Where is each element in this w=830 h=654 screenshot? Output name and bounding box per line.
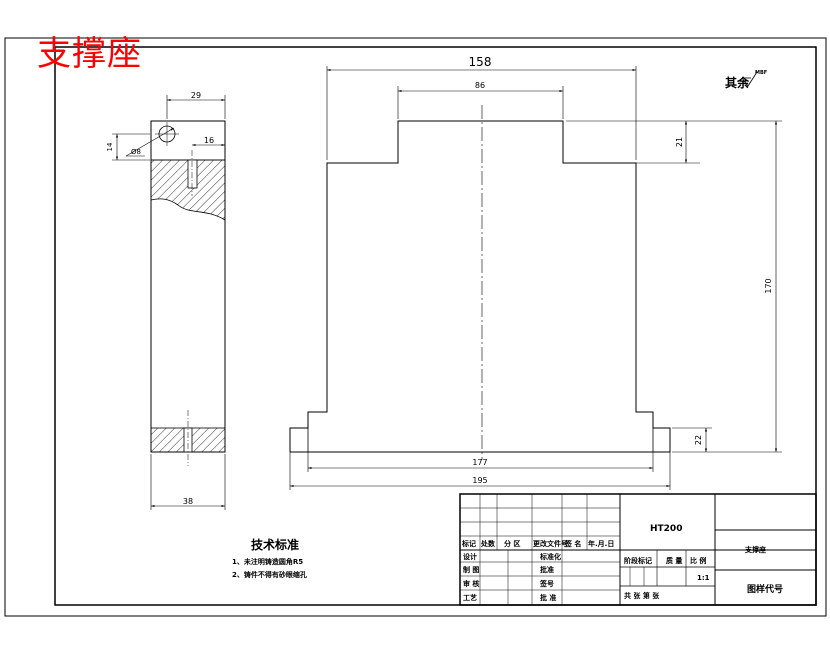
label-stage: 阶段标记: [624, 557, 652, 565]
label-mass: 质 量: [666, 557, 683, 565]
dim-hole-offset: 16: [204, 136, 214, 145]
tech-requirements-title: 技术标准: [251, 538, 300, 552]
inner-border: [54, 46, 817, 606]
dim-side-width-bottom: 38: [183, 497, 193, 506]
surface-finish-symbol: [741, 71, 758, 87]
dim-notch-height: 21: [675, 137, 684, 147]
scale-value: 1:1: [697, 574, 710, 582]
label-approval: 批准: [540, 566, 554, 574]
rev-header-doc: 更改文件号: [533, 540, 568, 548]
rev-header-mark: 标记: [462, 540, 476, 548]
label-sign-no: 签号: [540, 580, 554, 588]
dim-hole-height: 14: [106, 142, 114, 151]
tech-requirement-2: 2、铸件不得有砂眼缩孔: [232, 571, 307, 579]
side-view: 29 16 14 Ø8 38: [106, 91, 226, 510]
rev-header-count: 处数: [481, 540, 495, 548]
dim-top-gap: 86: [475, 81, 485, 90]
surface-finish-label: 其余: [725, 76, 750, 90]
dim-hole-dia: Ø8: [131, 148, 141, 156]
label-design: 设计: [463, 553, 477, 561]
label-drafting: 制 图: [463, 566, 480, 574]
drawing-title: 支撑座: [37, 34, 142, 74]
material-label: HT200: [650, 524, 683, 534]
outer-border: [4, 37, 827, 617]
label-scale: 比 例: [690, 557, 707, 565]
label-process: 工艺: [463, 594, 477, 602]
dim-side-width-top: 29: [191, 91, 201, 100]
dim-outer-base: 195: [472, 476, 487, 485]
dim-total-height: 170: [764, 278, 773, 293]
part-name: 支撑座: [745, 546, 766, 554]
dim-base-height: 22: [694, 435, 703, 445]
tech-requirement-1: 1、未注明铸造圆角R5: [232, 558, 304, 566]
dim-overall-width: 158: [469, 55, 492, 69]
label-approve: 批 准: [540, 594, 557, 602]
surface-finish-value: MBF: [755, 70, 768, 76]
sheet-info: 共 张 第 张: [624, 592, 660, 600]
label-standardization: 标准化: [540, 553, 561, 561]
front-view: 158 86 21 170 22 177 195: [289, 55, 782, 490]
rev-header-sign: 签 名: [565, 540, 582, 548]
label-review: 审 核: [463, 580, 480, 588]
drawing-code: 图样代号: [747, 585, 784, 595]
dim-inner-base: 177: [472, 458, 487, 467]
rev-header-zone: 分 区: [504, 540, 521, 548]
title-block: [459, 493, 817, 606]
rev-header-date: 年.月.日: [588, 540, 615, 548]
